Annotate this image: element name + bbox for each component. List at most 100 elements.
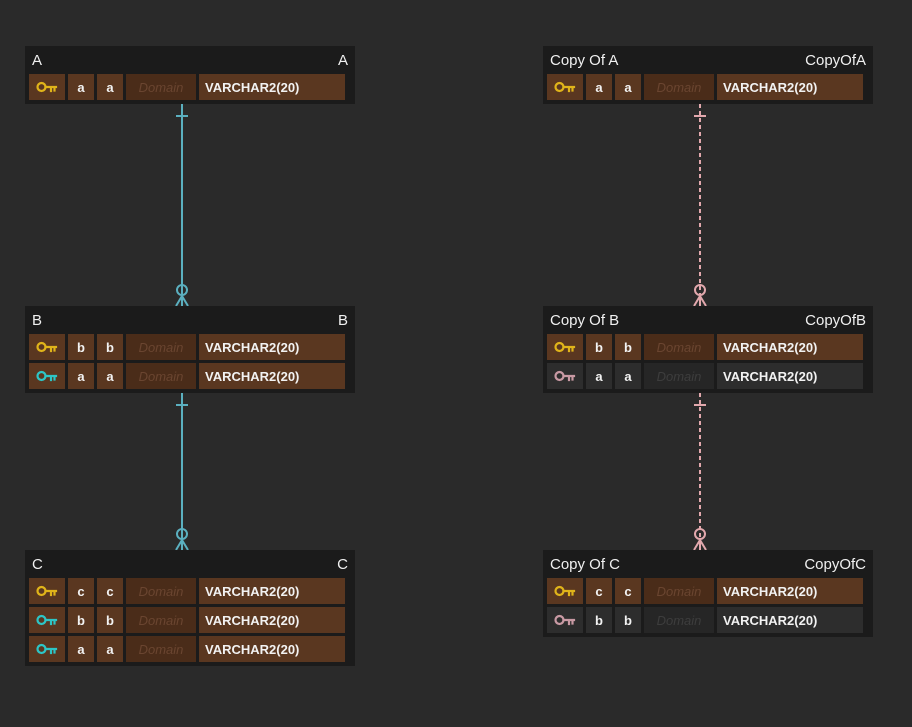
column-name[interactable]: c <box>586 578 612 604</box>
column-domain[interactable]: Domain <box>644 74 714 100</box>
entity-label: B <box>337 311 348 329</box>
column-domain[interactable]: Domain <box>644 578 714 604</box>
cardinality-zero-mark <box>694 284 706 296</box>
entity-label: A <box>337 51 348 69</box>
column-physical-name[interactable]: b <box>97 334 123 360</box>
entity-name: B <box>32 311 43 329</box>
column-name[interactable]: b <box>586 607 612 633</box>
column-domain[interactable]: Domain <box>644 607 714 633</box>
column-physical-name[interactable]: c <box>97 578 123 604</box>
column-name[interactable]: b <box>68 334 94 360</box>
column-physical-name[interactable]: a <box>615 74 641 100</box>
column-physical-name[interactable]: a <box>615 363 641 389</box>
key-icon-pk <box>547 74 583 100</box>
column-domain[interactable]: Domain <box>126 607 196 633</box>
column-datatype[interactable]: VARCHAR2(20) <box>199 636 345 662</box>
column-physical-name[interactable]: a <box>97 363 123 389</box>
column-datatype[interactable]: VARCHAR2(20) <box>717 578 863 604</box>
entity-label: CopyOfA <box>805 51 866 69</box>
key-icon-pk <box>547 334 583 360</box>
key-icon-fk <box>29 607 65 633</box>
cardinality-many-mark <box>175 295 189 307</box>
entity-header[interactable]: Copy Of B CopyOfB <box>543 306 873 334</box>
column-name[interactable]: b <box>586 334 612 360</box>
column-name[interactable]: b <box>68 607 94 633</box>
entity-label: CopyOfC <box>804 555 866 573</box>
column-datatype[interactable]: VARCHAR2(20) <box>717 363 863 389</box>
column-name[interactable]: a <box>68 74 94 100</box>
entity-label: CopyOfB <box>805 311 866 329</box>
column-domain[interactable]: Domain <box>126 636 196 662</box>
column-domain[interactable]: Domain <box>126 74 196 100</box>
column-domain[interactable]: Domain <box>644 334 714 360</box>
column-datatype[interactable]: VARCHAR2(20) <box>199 607 345 633</box>
column-domain[interactable]: Domain <box>126 578 196 604</box>
column-domain[interactable]: Domain <box>126 363 196 389</box>
relationship-a-b <box>175 104 189 307</box>
column-datatype[interactable]: VARCHAR2(20) <box>199 74 345 100</box>
column-physical-name[interactable]: b <box>615 607 641 633</box>
column-datatype[interactable]: VARCHAR2(20) <box>199 578 345 604</box>
key-icon-fk-copy <box>547 607 583 633</box>
cardinality-zero-mark <box>176 528 188 540</box>
column-physical-name[interactable]: c <box>615 578 641 604</box>
entity-header[interactable]: Copy Of C CopyOfC <box>543 550 873 578</box>
column-datatype[interactable]: VARCHAR2(20) <box>717 334 863 360</box>
column-domain[interactable]: Domain <box>126 334 196 360</box>
cardinality-zero-mark <box>176 284 188 296</box>
column-physical-name[interactable]: a <box>97 74 123 100</box>
key-icon-pk <box>547 578 583 604</box>
key-icon-fk <box>29 363 65 389</box>
entity-name: Copy Of C <box>550 555 621 573</box>
column-name[interactable]: a <box>586 363 612 389</box>
column-name[interactable]: a <box>68 636 94 662</box>
relationship-copyofb-copyofc <box>693 393 707 551</box>
column-datatype[interactable]: VARCHAR2(20) <box>199 334 345 360</box>
entity-label: C <box>337 555 348 573</box>
cardinality-many-mark <box>175 539 189 551</box>
column-name[interactable]: a <box>586 74 612 100</box>
column-name[interactable]: a <box>68 363 94 389</box>
key-icon-fk-copy <box>547 363 583 389</box>
column-datatype[interactable]: VARCHAR2(20) <box>199 363 345 389</box>
cardinality-many-mark <box>693 295 707 307</box>
relationship-b-c <box>175 393 189 551</box>
column-physical-name[interactable]: b <box>615 334 641 360</box>
column-name[interactable]: c <box>68 578 94 604</box>
column-physical-name[interactable]: a <box>97 636 123 662</box>
column-physical-name[interactable]: b <box>97 607 123 633</box>
entity-name: A <box>32 51 43 69</box>
column-datatype[interactable]: VARCHAR2(20) <box>717 74 863 100</box>
entity-name: Copy Of B <box>550 311 620 329</box>
column-domain[interactable]: Domain <box>644 363 714 389</box>
column-datatype[interactable]: VARCHAR2(20) <box>717 607 863 633</box>
key-icon-pk <box>29 578 65 604</box>
